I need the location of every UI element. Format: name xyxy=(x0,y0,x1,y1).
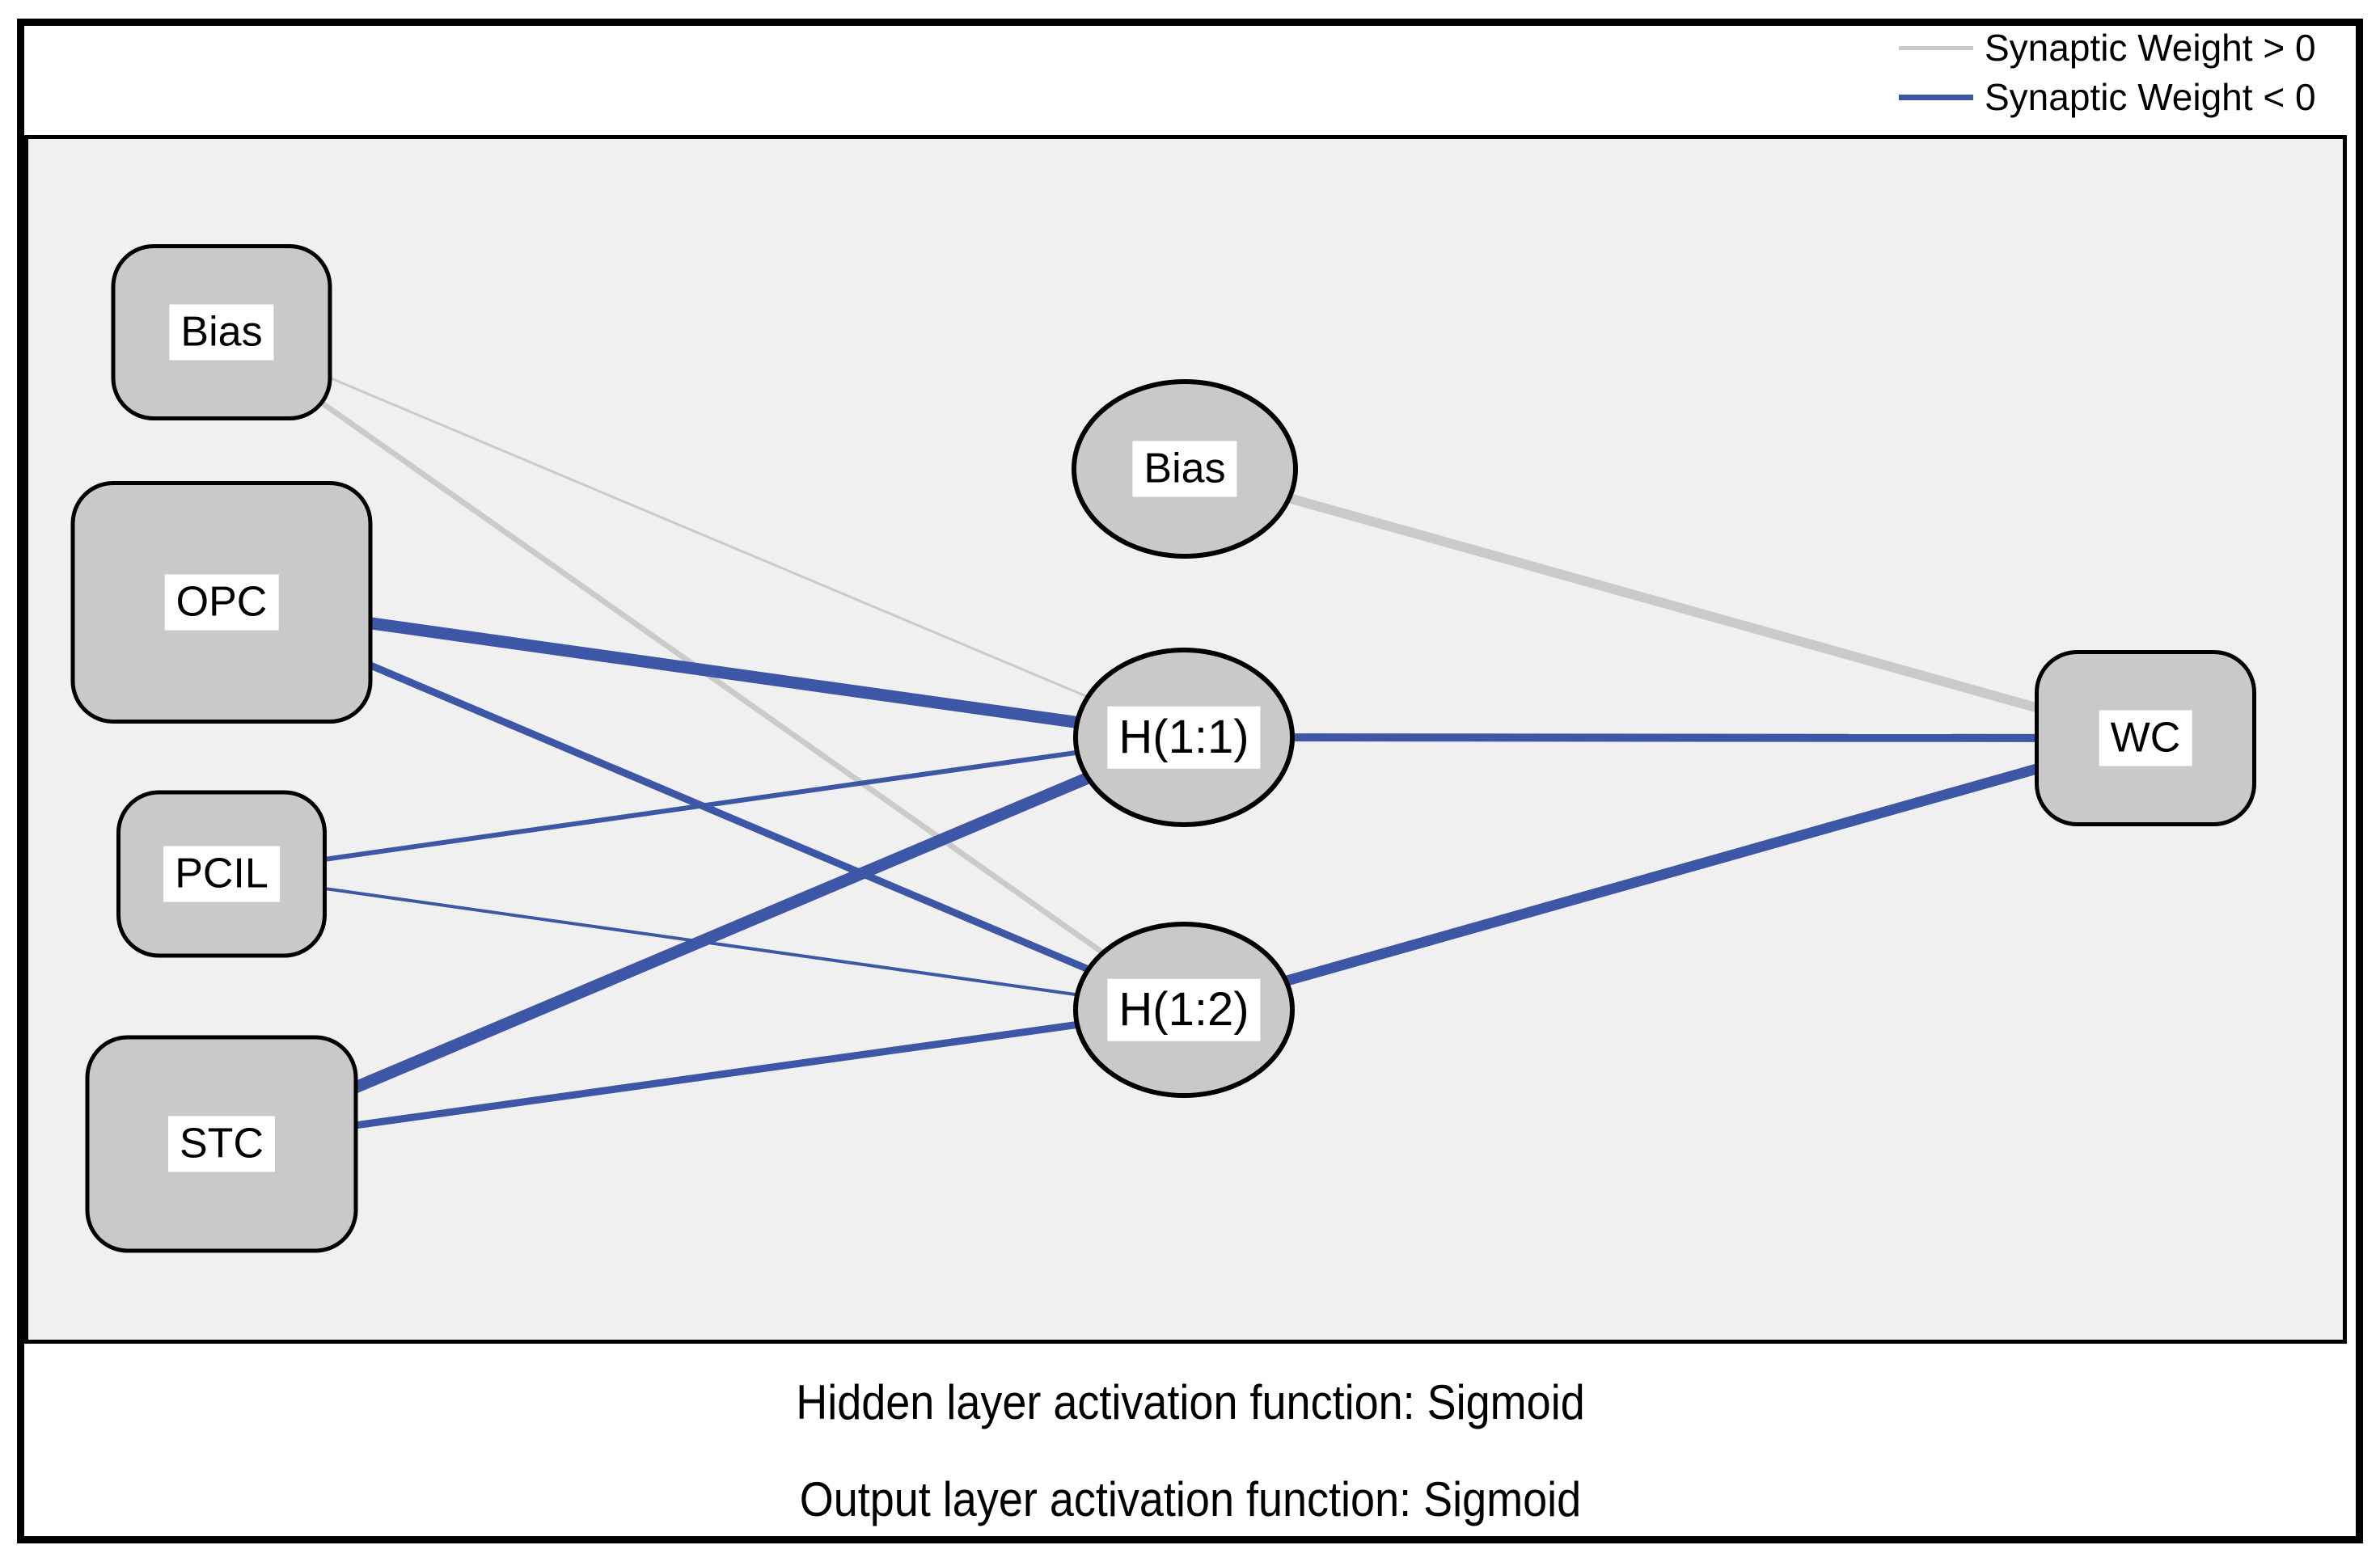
legend-label-positive: Synaptic Weight > 0 xyxy=(1985,27,2316,69)
connection-h12-wc xyxy=(1182,732,2147,1015)
connection-bias-input-h11 xyxy=(221,331,1185,739)
connection-opc-h11 xyxy=(220,596,1186,744)
legend-label-negative: Synaptic Weight < 0 xyxy=(1985,76,2316,118)
positive-weight-line-icon xyxy=(1899,45,1973,50)
legend-item-positive: Synaptic Weight > 0 xyxy=(1899,23,2368,73)
node-shape-pcil xyxy=(116,790,327,958)
footer-output-activation: Output layer activation function: Sigmoi… xyxy=(0,1471,2380,1527)
node-shape-h11 xyxy=(1073,648,1295,827)
node-shape-bias-hidden xyxy=(1072,379,1298,559)
connection-stc-h12 xyxy=(221,1006,1185,1148)
connection-pcil-h11 xyxy=(221,735,1185,876)
node-shape-opc xyxy=(70,481,373,724)
connection-stc-h11 xyxy=(219,732,1186,1150)
footer-hidden-activation: Hidden layer activation function: Sigmoi… xyxy=(0,1374,2380,1430)
negative-weight-line-icon xyxy=(1899,94,1973,100)
outer-frame xyxy=(17,19,2363,1543)
node-shape-stc xyxy=(85,1035,358,1253)
node-shape-bias-input xyxy=(111,244,332,420)
node-shape-wc xyxy=(2035,650,2256,826)
footer-hidden-activation-text: Hidden layer activation function: Sigmoi… xyxy=(795,1375,1585,1429)
footer-output-activation-text: Output layer activation function: Sigmoi… xyxy=(799,1472,1581,1526)
connection-bias-hidden-wc xyxy=(1183,464,2147,743)
legend-item-negative: Synaptic Weight < 0 xyxy=(1899,72,2368,122)
connection-h11-wc xyxy=(1183,733,2146,742)
node-shape-h12 xyxy=(1073,922,1295,1098)
